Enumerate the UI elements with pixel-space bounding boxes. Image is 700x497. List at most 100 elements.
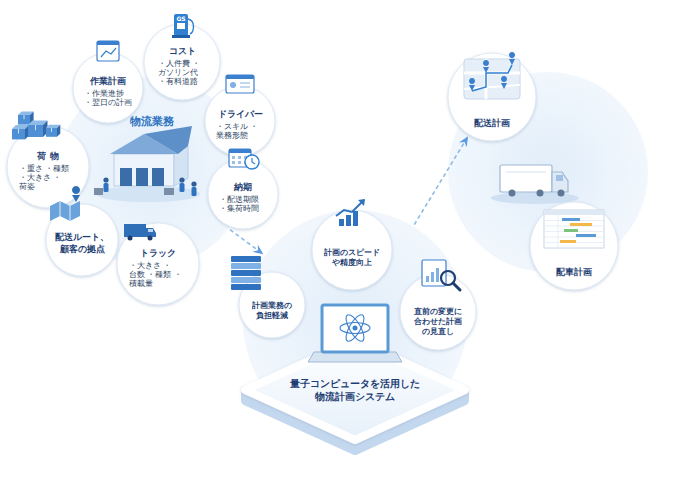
icon-part <box>238 156 241 159</box>
box-front <box>12 129 25 139</box>
factor-circle: ドライバー・スキル ・業務形態 <box>205 86 275 156</box>
box-front <box>28 125 43 137</box>
circle-outline <box>448 53 536 141</box>
node-drawing <box>448 52 536 141</box>
bar-icon <box>339 219 344 226</box>
benefit-circle: 直前の変更に合わせた計画の見直し <box>400 274 476 350</box>
node-text-group: 計画のスピードや精度向上 <box>321 248 384 268</box>
node-text-group: 納期・配送期限 ・集荷時間 <box>219 182 267 213</box>
node-detail: ・大きさ ・台数 ・種類 ・積載量 <box>129 260 187 288</box>
icon-part <box>177 23 185 29</box>
circle-outline <box>205 86 275 156</box>
truck-wheel <box>558 190 565 197</box>
node-heading: 物流業務 <box>130 115 174 129</box>
icon-part <box>544 210 604 215</box>
icon-part <box>252 158 255 164</box>
document-stack <box>231 256 261 262</box>
icon-part <box>230 82 236 88</box>
truck-shadow <box>491 192 579 204</box>
factor-circle: トラック・大きさ ・台数 ・種類 ・積載量 <box>117 223 199 305</box>
box-front <box>46 128 57 137</box>
icon-part <box>226 75 254 79</box>
bar-icon <box>353 211 358 226</box>
node-heading: ドライバー <box>218 109 263 121</box>
document-stack <box>231 263 261 269</box>
node-drawing <box>73 41 143 123</box>
circle-outline <box>208 159 278 229</box>
platform-top <box>245 340 465 440</box>
atom-orbit <box>340 323 370 334</box>
atom-core <box>353 326 358 331</box>
icon-part <box>101 48 116 57</box>
icon-part <box>436 268 439 282</box>
node-text-group: 荷 物・重さ ・種類 ・大きさ ・荷姿 <box>19 151 77 192</box>
node-drawing <box>117 223 199 305</box>
schedule-bar <box>560 240 576 243</box>
node-text-group: 配車計画 <box>556 267 592 279</box>
pin-icon <box>72 186 80 202</box>
truck-icon <box>124 224 146 237</box>
node-heading: コスト <box>169 46 196 58</box>
truck-trailer <box>500 165 552 192</box>
node-heading: トラック <box>140 248 176 260</box>
truck-cab <box>552 172 568 192</box>
atom-orbit <box>343 312 368 343</box>
icon-part <box>232 161 235 164</box>
node-heading: 配送ルート、顧客の拠点 <box>53 232 111 255</box>
circle-outline <box>7 126 89 208</box>
icon-part <box>426 276 429 282</box>
box-tape <box>51 128 52 132</box>
icon-part <box>431 272 434 282</box>
circle-outline <box>530 202 618 290</box>
output-circle: 配車計画 <box>530 202 618 290</box>
node-heading: 量子コンピュータを活用した物流計画システム <box>288 377 422 403</box>
icon-part <box>232 156 235 159</box>
box-side <box>57 125 60 137</box>
node-text-group: 物流業務 <box>130 115 174 129</box>
system-platform: 量子コンピュータを活用した物流計画システム計画のスピードや精度向上計画業務の負担… <box>243 210 467 434</box>
node-detail: ・スキル ・業務形態 <box>216 122 264 141</box>
worker-figure <box>180 183 185 192</box>
flow-connector <box>414 136 468 224</box>
schedule-bar <box>570 223 592 226</box>
truck-wheel <box>537 190 544 197</box>
warehouse-wall <box>114 154 174 186</box>
map-pin <box>483 60 489 73</box>
node-text-group: 量子コンピュータを活用した物流計画システム <box>288 377 422 403</box>
node-heading: 直前の変更に合わせた計画の見直し <box>414 307 462 336</box>
worker-figure <box>191 181 196 186</box>
warehouse-door <box>152 168 164 186</box>
truck-wheel <box>509 190 516 197</box>
node-drawing <box>312 199 392 290</box>
node-heading: 荷 物 <box>37 151 58 163</box>
icon-part <box>453 283 460 290</box>
node-text-group: 配送計画 <box>474 118 510 130</box>
node-detail: ・人件費 ・ガソリン代 ・有料道路 <box>158 58 206 86</box>
atom-orbit <box>343 312 368 343</box>
flow-connector <box>230 230 263 255</box>
pump-label: GS <box>176 16 185 22</box>
icon-part <box>238 161 241 164</box>
node-outline <box>73 53 143 123</box>
icon-part <box>148 236 153 241</box>
trend-arrow <box>336 200 364 216</box>
circle-outline <box>312 210 392 290</box>
benefit-circle: 計画のスピードや精度向上 <box>312 210 392 290</box>
factor-circle: コスト・人件費 ・ガソリン代 ・有料道路 <box>144 24 220 100</box>
cargo-box <box>94 188 103 195</box>
map-pin <box>469 78 475 91</box>
node-drawing <box>205 75 275 156</box>
bar-icon <box>346 215 351 226</box>
node-heading: 配車計画 <box>556 267 592 279</box>
icon-part <box>188 19 194 34</box>
circle-outline <box>73 53 143 123</box>
clock-icon <box>245 155 259 169</box>
node-heading: 作業計画 <box>90 76 126 88</box>
icon-part <box>146 228 156 237</box>
schedule-bar <box>562 218 580 221</box>
node-heading: 配送計画 <box>474 118 510 130</box>
icon-part <box>358 199 365 206</box>
node-drawing <box>400 260 476 350</box>
node-detail: ・重さ ・種類 ・大きさ ・荷姿 <box>19 163 77 191</box>
icon-part <box>558 215 559 248</box>
